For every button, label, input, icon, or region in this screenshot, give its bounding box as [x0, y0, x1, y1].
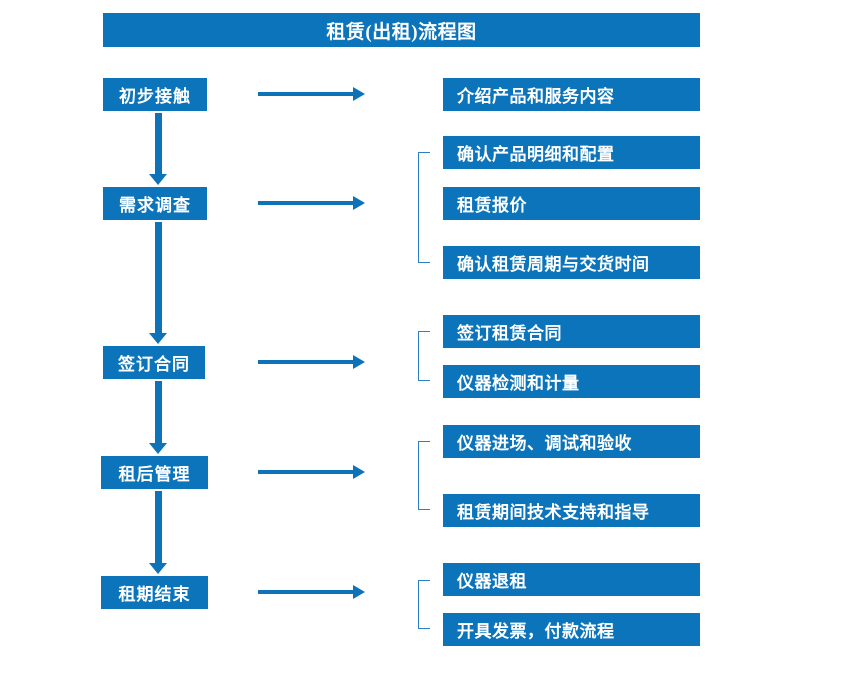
stage-box-initial-contact[interactable]: 初步接触 [103, 78, 207, 111]
connector-arrow-down-1 [147, 113, 169, 185]
connector-arrow-down-4 [147, 491, 169, 574]
detail-box-instrument-test-metering[interactable]: 仪器检测和计量 [443, 365, 700, 398]
connector-arrow-right-2 [258, 196, 365, 210]
connector-arrow-right-1 [258, 87, 365, 101]
group-bracket-lease-end [418, 580, 430, 629]
detail-box-instrument-return[interactable]: 仪器退租 [443, 563, 700, 596]
stage-box-post-lease-management[interactable]: 租后管理 [101, 456, 208, 489]
group-bracket-sign-contract [418, 331, 430, 381]
detail-box-confirm-period-delivery[interactable]: 确认租赁周期与交货时间 [443, 246, 700, 279]
detail-box-rental-quote[interactable]: 租赁报价 [443, 187, 700, 220]
group-bracket-needs-survey [418, 152, 430, 263]
detail-box-sign-lease-contract[interactable]: 签订租赁合同 [443, 315, 700, 348]
connector-arrow-right-3 [258, 355, 365, 369]
connector-arrow-right-4 [258, 465, 365, 479]
detail-box-instrument-entry-debug-acceptance[interactable]: 仪器进场、调试和验收 [443, 425, 700, 458]
connector-arrow-down-2 [147, 222, 169, 344]
detail-box-invoice-payment-process[interactable]: 开具发票，付款流程 [443, 613, 700, 646]
detail-box-confirm-product-spec[interactable]: 确认产品明细和配置 [443, 136, 700, 169]
group-bracket-post-lease [418, 441, 430, 510]
diagram-title: 租赁(出租)流程图 [103, 13, 700, 47]
stage-box-needs-survey[interactable]: 需求调查 [103, 187, 207, 220]
detail-box-tech-support-guidance[interactable]: 租赁期间技术支持和指导 [443, 494, 700, 527]
stage-box-lease-end[interactable]: 租期结束 [101, 576, 208, 609]
connector-arrow-down-3 [147, 381, 169, 454]
stage-box-sign-contract[interactable]: 签订合同 [103, 346, 205, 379]
detail-box-intro-products-services[interactable]: 介绍产品和服务内容 [443, 78, 700, 111]
connector-arrow-right-5 [258, 585, 365, 599]
